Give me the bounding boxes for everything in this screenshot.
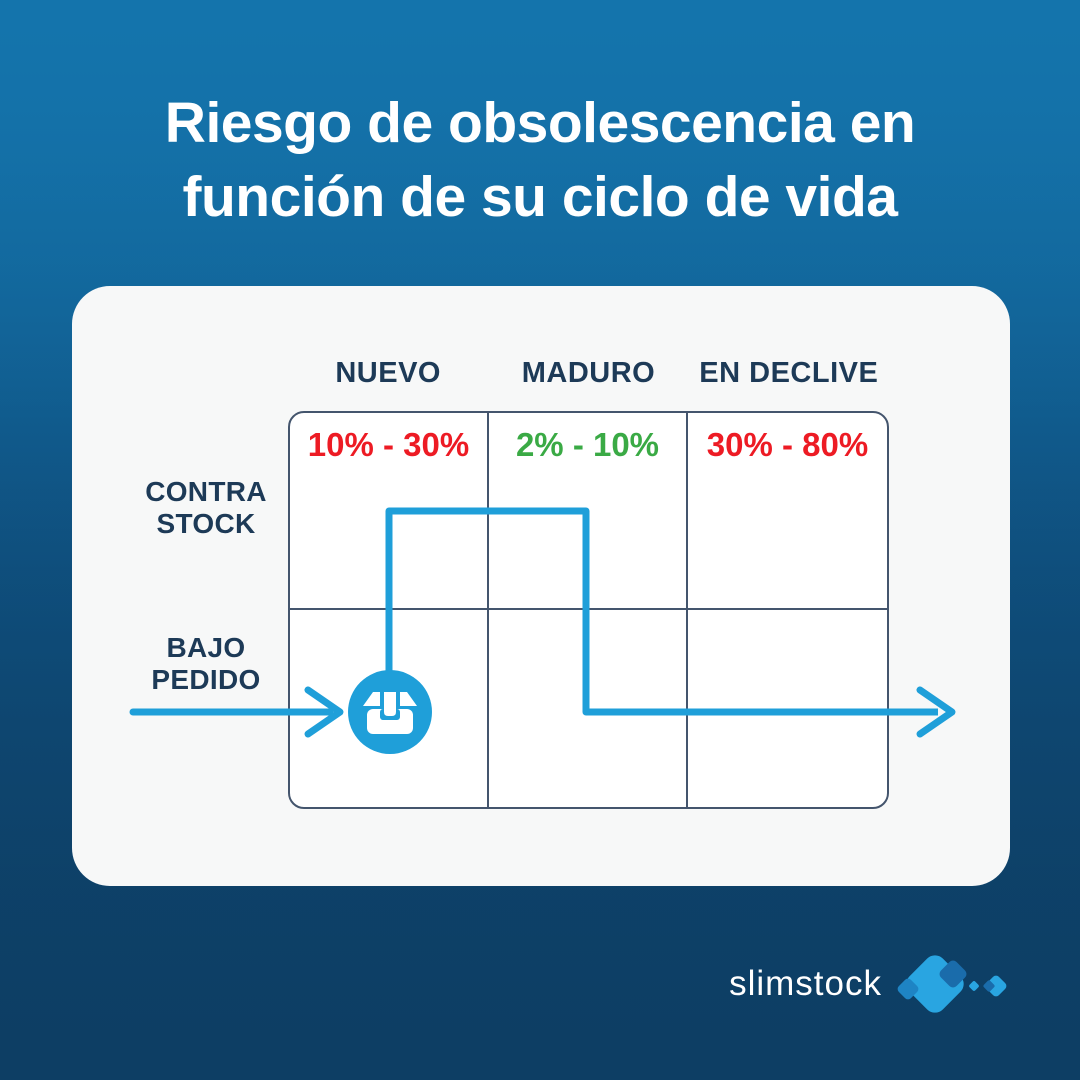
column-header-nuevo: NUEVO xyxy=(335,357,441,389)
risk-matrix-table: 10% - 30% 2% - 10% 30% - 80% xyxy=(288,411,889,809)
cell-bajo-pedido-nuevo xyxy=(290,610,489,807)
slimstock-logo: slimstock xyxy=(729,938,1012,1030)
column-header-en-declive: EN DECLIVE xyxy=(699,357,879,389)
matrix-card: NUEVO MADURO EN DECLIVE CONTRA STOCK BAJ… xyxy=(72,286,1010,886)
row-label-contra-stock: CONTRA STOCK xyxy=(145,476,267,539)
risk-value: 30% - 80% xyxy=(706,426,869,463)
cell-contra-stock-en-declive: 30% - 80% xyxy=(688,413,887,610)
exit-arrow-icon xyxy=(916,686,956,738)
risk-value: 2% - 10% xyxy=(515,426,660,463)
column-header-maduro: MADURO xyxy=(521,357,656,389)
page-title: Riesgo de obsolescencia en función de su… xyxy=(164,91,916,230)
slimstock-logo-mark-icon xyxy=(897,955,1007,1013)
cell-contra-stock-nuevo: 10% - 30% xyxy=(290,413,489,610)
cell-bajo-pedido-en-declive xyxy=(688,610,887,807)
cell-bajo-pedido-maduro xyxy=(489,610,688,807)
slimstock-logo-text: slimstock xyxy=(729,964,882,1003)
risk-value: 10% - 30% xyxy=(307,426,470,463)
cell-contra-stock-maduro: 2% - 10% xyxy=(489,413,688,610)
column-headers: NUEVO MADURO EN DECLIVE xyxy=(288,357,889,390)
row-label-bajo-pedido: BAJO PEDIDO xyxy=(151,632,261,695)
